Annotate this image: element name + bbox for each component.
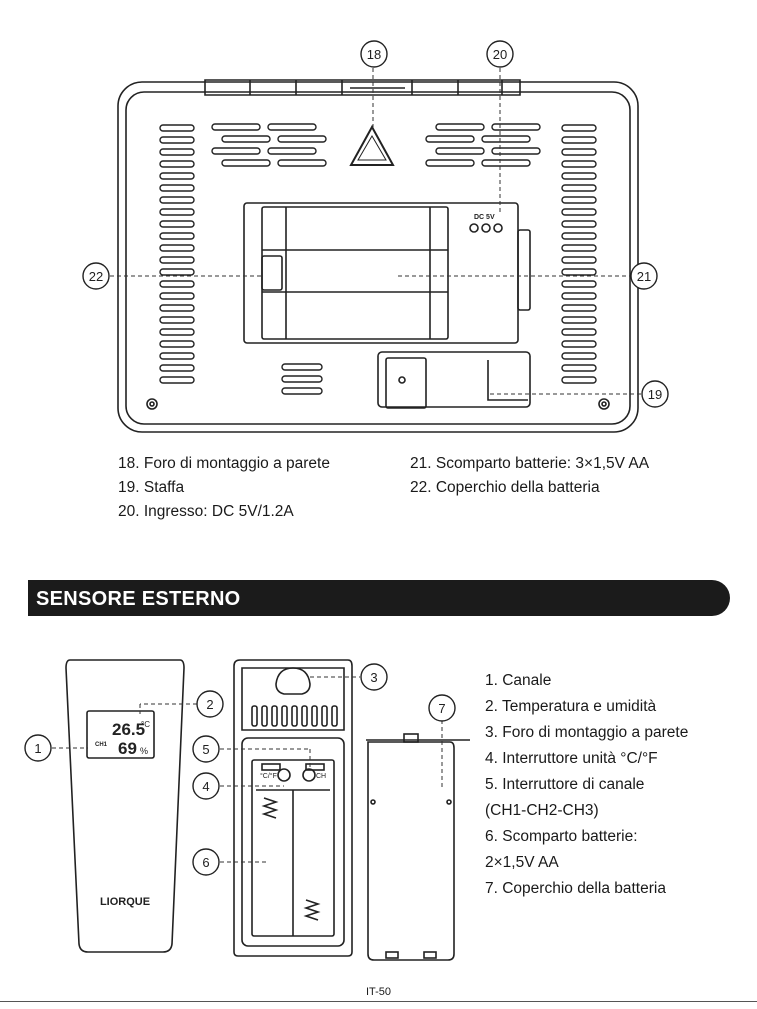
legend-item: 2×1,5V AA bbox=[485, 854, 559, 871]
legend-item: 1. Canale bbox=[485, 672, 552, 689]
lcd-channel: CH1 bbox=[95, 742, 108, 748]
section-header-bar bbox=[28, 580, 730, 616]
callout-6 bbox=[192, 848, 220, 876]
battery-cover-diagram: 7 bbox=[367, 694, 456, 961]
legend-item: 21. Scomparto batterie: 3×1,5V AA bbox=[410, 455, 650, 472]
legend-item: 6. Scomparto batterie: bbox=[485, 828, 638, 845]
legend-item: 20. Ingresso: DC 5V/1.2A bbox=[118, 503, 294, 520]
callout-2-label: 2 bbox=[206, 697, 213, 712]
legend-top-left: 18. Foro di montaggio a parete 19. Staff… bbox=[118, 452, 330, 524]
channel-switch-label: CH bbox=[316, 773, 326, 780]
footer-divider bbox=[0, 1001, 757, 1002]
callout-6-label: 6 bbox=[202, 855, 209, 870]
legend-sensor: 1. Canale 2. Temperatura e umidità 3. Fo… bbox=[485, 668, 688, 902]
callout-22-label: 22 bbox=[89, 269, 103, 284]
unit-switch-label: °C/°F bbox=[260, 772, 277, 780]
page-number: IT-50 bbox=[365, 986, 392, 998]
callout-5-label: 5 bbox=[202, 742, 209, 757]
callout-1-label: 1 bbox=[34, 741, 41, 756]
legend-item: 7. Coperchio della batteria bbox=[485, 880, 666, 897]
legend-item: 4. Interruttore unità °C/°F bbox=[485, 750, 658, 767]
section-title: SENSORE ESTERNO bbox=[36, 588, 241, 610]
callout-22 bbox=[82, 262, 110, 290]
dc-input-label: DC 5V bbox=[474, 214, 495, 221]
callout-20-label: 20 bbox=[493, 47, 507, 62]
legend-top-right: 21. Scomparto batterie: 3×1,5V AA 22. Co… bbox=[410, 452, 649, 500]
callout-4 bbox=[192, 772, 220, 800]
callout-1 bbox=[24, 734, 52, 762]
lcd-humidity-unit: % bbox=[140, 746, 148, 756]
callout-2 bbox=[196, 690, 224, 718]
legend-item: 2. Temperatura e umidità bbox=[485, 698, 657, 715]
sensor-diagram: 26.5 °C CH1 69 % LIORQUE °C/°F CH 1 2 3 … bbox=[24, 659, 470, 957]
legend-item: (CH1-CH2-CH3) bbox=[485, 802, 599, 819]
callout-18-label: 18 bbox=[367, 47, 381, 62]
callout-18 bbox=[360, 40, 388, 68]
callout-19 bbox=[641, 380, 669, 408]
callout-19-label: 19 bbox=[648, 387, 662, 402]
lcd-humidity: 69 bbox=[118, 739, 137, 758]
callout-20 bbox=[486, 40, 514, 68]
legend-item: 19. Staffa bbox=[118, 479, 185, 496]
legend-item: 18. Foro di montaggio a parete bbox=[118, 455, 330, 472]
sensor-lcd-frame bbox=[86, 710, 155, 759]
legend-item: 3. Foro di montaggio a parete bbox=[485, 724, 689, 741]
callout-5 bbox=[192, 735, 220, 763]
callout-3-label: 3 bbox=[370, 670, 377, 685]
callout-21-label: 21 bbox=[637, 269, 651, 284]
callout-4-label: 4 bbox=[202, 779, 209, 794]
brand-logo: LIORQUE bbox=[100, 896, 150, 908]
callout-3 bbox=[360, 663, 388, 691]
legend-item: 22. Coperchio della batteria bbox=[410, 479, 600, 496]
device-back-diagram: DC 5V 18 20 22 21 19 bbox=[82, 40, 669, 433]
callout-21 bbox=[630, 262, 658, 290]
callout-7 bbox=[428, 694, 456, 722]
legend-item: 5. Interruttore di canale bbox=[485, 776, 645, 793]
device-back-outer bbox=[117, 81, 639, 433]
lcd-temperature-unit: °C bbox=[141, 720, 150, 729]
callout-7-label: 7 bbox=[438, 701, 445, 716]
lcd-temperature: 26.5 bbox=[112, 720, 145, 739]
